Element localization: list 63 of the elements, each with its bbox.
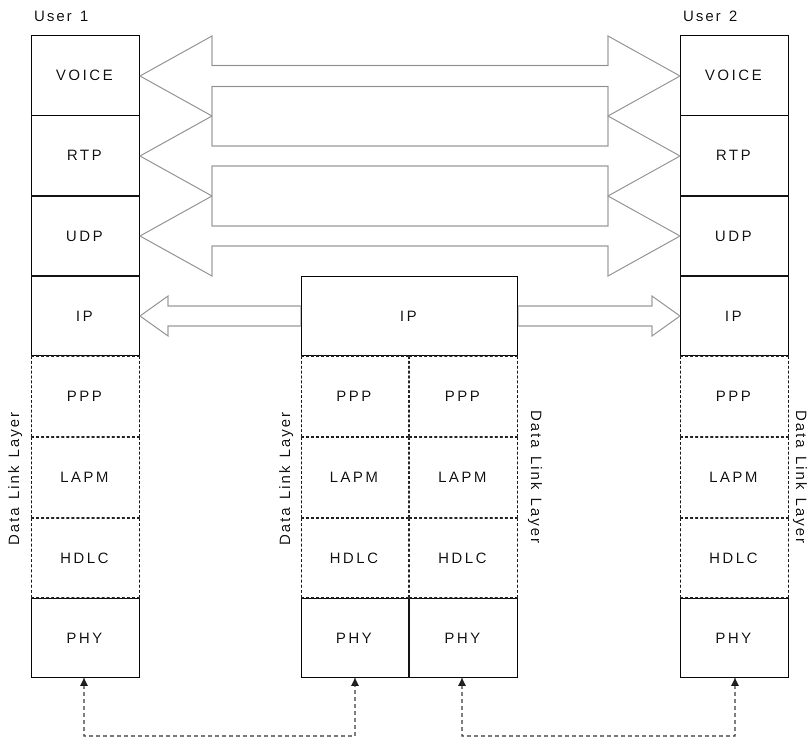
block-arrow (138, 294, 302, 338)
layer-name: PHY (336, 630, 374, 646)
layer-group-label: Data Link Layer (792, 409, 809, 545)
dashed-arrow (80, 678, 359, 737)
layer-name: PPP (66, 388, 104, 405)
layer-name: PHY (66, 630, 105, 646)
protocol-layer-box (31, 437, 140, 518)
layer-group-label: Data Link Layer (276, 409, 294, 545)
layer-name: PPP (336, 388, 374, 405)
protocol-layer-box (301, 276, 518, 356)
layer-name: IP (76, 308, 96, 324)
layer-name: HDLC (438, 550, 489, 566)
layer-name: PPP (444, 388, 482, 405)
protocol-layer-box (31, 276, 140, 356)
layer-group-label: Data Link Layer (526, 409, 544, 545)
layer-name: IP (400, 308, 420, 324)
layer-name: LAPM (709, 469, 760, 486)
block-arrow (517, 294, 682, 338)
protocol-layer-box (680, 115, 789, 196)
layer-name: HDLC (709, 550, 760, 566)
protocol-layer-box (301, 518, 409, 598)
protocol-layer-box (409, 356, 518, 437)
layer-name: LAPM (438, 469, 489, 486)
protocol-layer-box (680, 196, 789, 276)
layer-name: VOICE (56, 67, 116, 84)
dashed-arrow (458, 678, 739, 737)
protocol-layer-box (680, 598, 789, 678)
block-arrow (138, 114, 682, 198)
layer-name: HDLC (330, 550, 380, 566)
layer-name: LAPM (60, 469, 111, 486)
layer-name: PPP (716, 388, 754, 405)
protocol-layer-box (31, 598, 140, 678)
protocol-layer-box (680, 35, 789, 116)
layer-name: RTP (716, 147, 754, 164)
protocol-layer-box (301, 598, 409, 678)
column-heading: User 1 (34, 8, 90, 25)
layer-name: VOICE (704, 67, 764, 84)
protocol-layer-box (409, 518, 518, 598)
layer-name: UDP (714, 228, 754, 244)
protocol-layer-box (31, 196, 140, 276)
protocol-layer-box (409, 598, 518, 678)
protocol-layer-box (680, 356, 789, 437)
protocol-layer-box (301, 356, 409, 437)
block-arrow (138, 194, 682, 278)
protocol-layer-box (680, 437, 789, 518)
column-heading: User 2 (683, 8, 740, 25)
layer-name: UDP (66, 228, 106, 244)
layer-group-label: Data Link Layer (6, 409, 23, 545)
protocol-layer-box (680, 518, 789, 598)
protocol-layer-box (409, 437, 518, 518)
protocol-layer-box (31, 115, 140, 196)
protocol-layer-box (31, 356, 140, 437)
protocol-layer-box (31, 518, 140, 598)
layer-name: RTP (66, 147, 104, 164)
protocol-layer-box (31, 35, 140, 116)
protocol-layer-box (680, 276, 789, 356)
layer-name: IP (724, 308, 744, 324)
block-arrow (138, 34, 682, 118)
protocol-layer-box (301, 437, 409, 518)
layer-name: PHY (715, 630, 754, 646)
layer-name: PHY (444, 630, 483, 646)
layer-name: LAPM (330, 469, 380, 486)
layer-name: HDLC (60, 550, 111, 566)
